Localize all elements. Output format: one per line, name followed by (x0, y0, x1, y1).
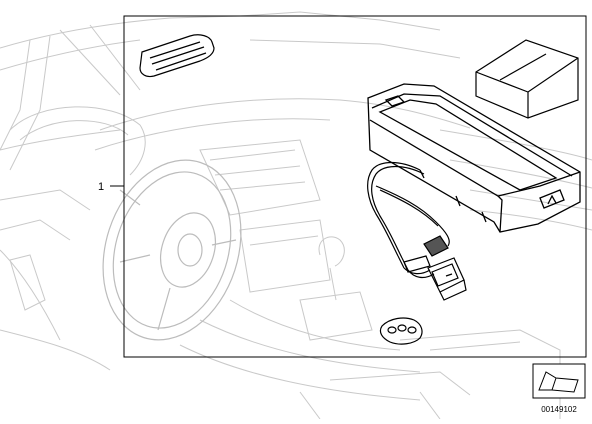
car-interior-background (0, 11, 592, 420)
overhead-module (139, 34, 215, 78)
wiring-harness (367, 161, 467, 301)
remote-key (379, 317, 423, 345)
callout-label: 1 (98, 181, 104, 193)
steering-wheel (102, 159, 242, 341)
reference-icon (532, 363, 586, 399)
storage-tray (367, 83, 581, 233)
packaging-box (475, 39, 579, 119)
assembly-frame (123, 15, 587, 358)
reference-code: 00149102 (541, 405, 577, 414)
